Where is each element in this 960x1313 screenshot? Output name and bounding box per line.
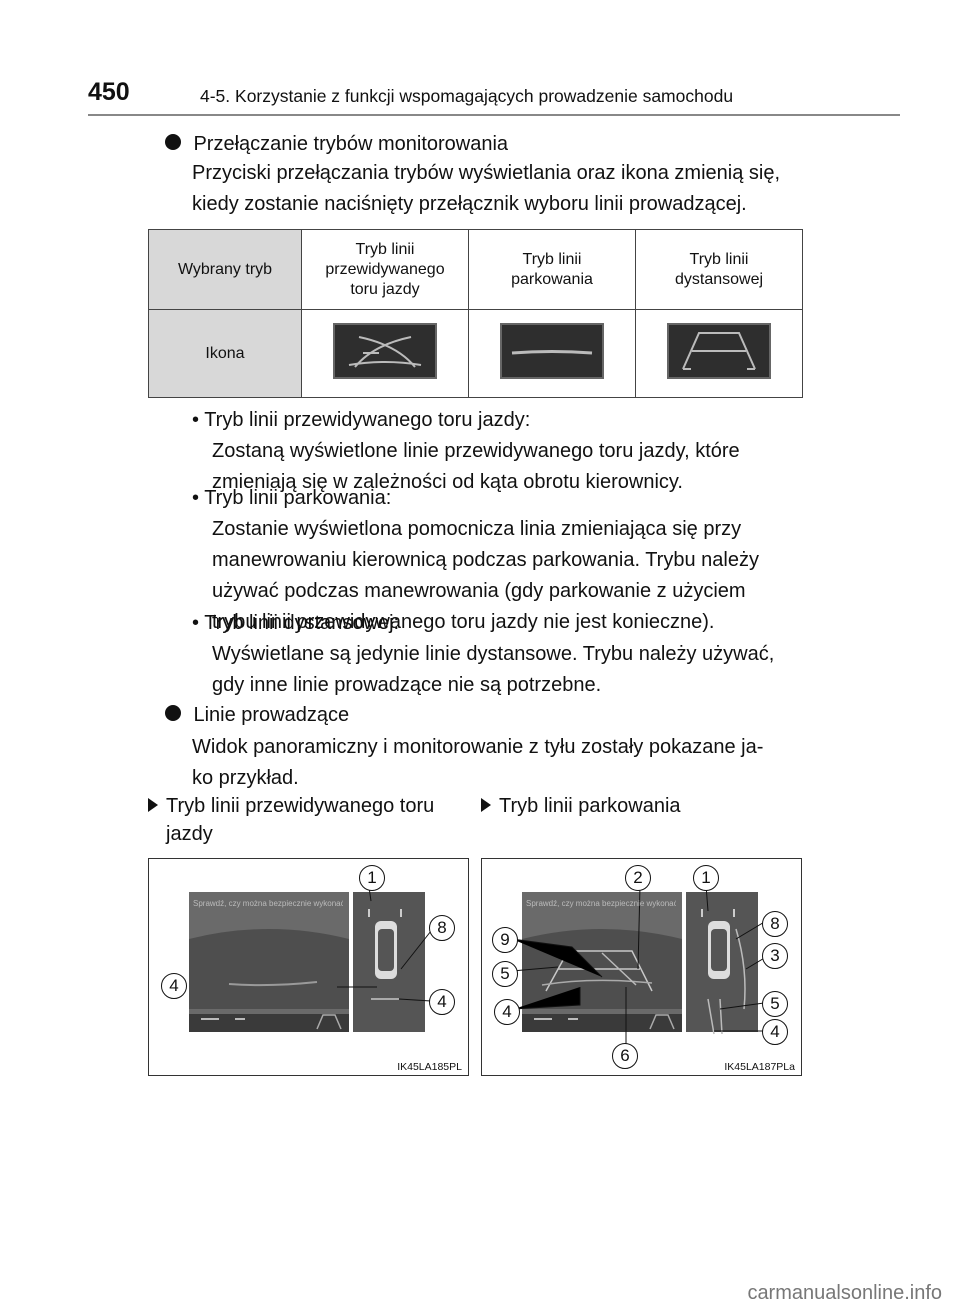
icon-cell-parking (468, 309, 636, 398)
mode-table: Wybrany tryb Tryb linii przewidywanego t… (148, 229, 803, 398)
parking-line-mode-icon (500, 322, 604, 379)
col3-line2: dystansowej (674, 270, 764, 288)
section2-paragraph: Widok panoramiczny i monitorowanie z tył… (192, 732, 800, 794)
table-col2-header: Tryb linii parkowania (468, 229, 636, 310)
section1-line2: kiedy zostanie naciśnięty przełącznik wy… (192, 193, 747, 215)
col1-line3: toru jazdy (350, 280, 420, 298)
section2-heading-row: Linie prowadzące (165, 704, 349, 727)
b3-line1: Wyświetlane są jedynie linie dystansowe.… (212, 643, 775, 665)
callout-3: 3 (762, 943, 788, 969)
col2-line1: Tryb linii (522, 250, 582, 268)
callout-8: 8 (762, 911, 788, 937)
section2-heading: Linie prowadzące (193, 704, 350, 726)
callout-5: 5 (762, 991, 788, 1017)
callout-2: 2 (625, 865, 651, 891)
table-row1-label: Wybrany tryb (148, 229, 302, 310)
b2-line2: manewrowaniu kierownicą podczas parkowan… (212, 549, 759, 571)
table-row2-label: Ikona (148, 309, 302, 398)
col3-line1: Tryb linii (689, 250, 749, 268)
col2-line2: parkowania (511, 270, 593, 288)
right-figure-caption: Tryb linii parkowania (481, 792, 681, 820)
callout-4: 4 (494, 999, 520, 1025)
triangle-marker-icon (481, 798, 491, 812)
section1-paragraph: Przyciski przełączania trybów wyświetlan… (192, 158, 800, 220)
callout-1: 1 (693, 865, 719, 891)
callout-9: 9 (492, 927, 518, 953)
callout-4: 4 (161, 973, 187, 999)
callout-6: 6 (612, 1043, 638, 1069)
callout-4: 4 (429, 989, 455, 1015)
callout-5: 5 (492, 961, 518, 987)
left-figure-code: IK45LA185PL (397, 1061, 462, 1073)
bullet3-text: Wyświetlane są jedynie linie dystansowe.… (212, 639, 800, 701)
section1-line1: Przyciski przełączania trybów wyświetlan… (192, 162, 780, 184)
callout-4: 4 (762, 1019, 788, 1045)
section2-line1: Widok panoramiczny i monitorowanie z tył… (192, 736, 764, 758)
icon-cell-predicted (301, 309, 469, 398)
b2-line1: Zostanie wyświetlona pomocnicza linia zm… (212, 518, 742, 540)
col1-line2: przewidywanego (325, 260, 445, 278)
left-caption-line2: jazdy (166, 823, 213, 845)
b1-line1: Zostaną wyświetlone linie przewidywanego… (212, 440, 740, 462)
callout-8: 8 (429, 915, 455, 941)
table-col3-header: Tryb linii dystansowej (635, 229, 803, 310)
right-figure-code: IK45LA187PLa (724, 1061, 795, 1073)
section1-heading-row: Przełączanie trybów monitorowania (165, 133, 508, 156)
left-figure: Sprawdź, czy można bezpiecznie wykonać m… (148, 858, 469, 1076)
bullet-dot-icon (165, 134, 181, 150)
bullet3-title: • Tryb linii dystansowej: (192, 612, 400, 634)
left-figure-illustration (189, 886, 432, 1032)
bullet-dot-icon (165, 705, 181, 721)
callout-1: 1 (359, 865, 385, 891)
section1-heading: Przełączanie trybów monitorowania (193, 133, 509, 155)
bullet1-title: • Tryb linii przewidywanego toru jazdy: (192, 409, 531, 431)
right-screen-warning: Sprawdź, czy można bezpiecznie wykonać m… (526, 899, 676, 908)
triangle-marker-icon (148, 798, 158, 812)
bullet1-text: Zostaną wyświetlone linie przewidywanego… (212, 436, 800, 498)
page-number: 450 (88, 78, 130, 106)
b3-line2: gdy inne linie prowadzące nie są potrzeb… (212, 674, 602, 696)
section2-line2: ko przykład. (192, 767, 299, 789)
header-rule (88, 114, 900, 116)
table-col1-header: Tryb linii przewidywanego toru jazdy (301, 229, 469, 310)
distance-line-mode-icon (667, 322, 771, 379)
watermark: carmanualsonline.info (747, 1282, 942, 1304)
b2-line4: trybu linii przewidywanego toru jazdy ni… (212, 611, 715, 633)
bullet2-text: Zostanie wyświetlona pomocnicza linia zm… (212, 514, 800, 638)
right-caption-text: Tryb linii parkowania (499, 795, 681, 817)
left-figure-caption: Tryb linii przewidywanego toru jazdy (148, 792, 468, 848)
left-screen-warning: Sprawdź, czy można bezpiecznie wykonać m… (193, 899, 343, 908)
right-figure: Sprawdź, czy można bezpiecznie wykonać m… (481, 858, 802, 1076)
left-caption-line1: Tryb linii przewidywanego toru (166, 795, 435, 817)
bullet2-title: • Tryb linii parkowania: (192, 487, 392, 509)
icon-cell-distance (635, 309, 803, 398)
chapter-title: 4-5. Korzystanie z funkcji wspomagającyc… (200, 86, 734, 106)
predicted-path-mode-icon (333, 322, 437, 379)
right-figure-illustration (511, 884, 767, 1045)
b1-line2: zmieniają się w zależności od kąta obrot… (212, 471, 683, 493)
col1-line1: Tryb linii (355, 240, 415, 258)
b2-line3: używać podczas manewrowania (gdy parkowa… (212, 580, 746, 602)
